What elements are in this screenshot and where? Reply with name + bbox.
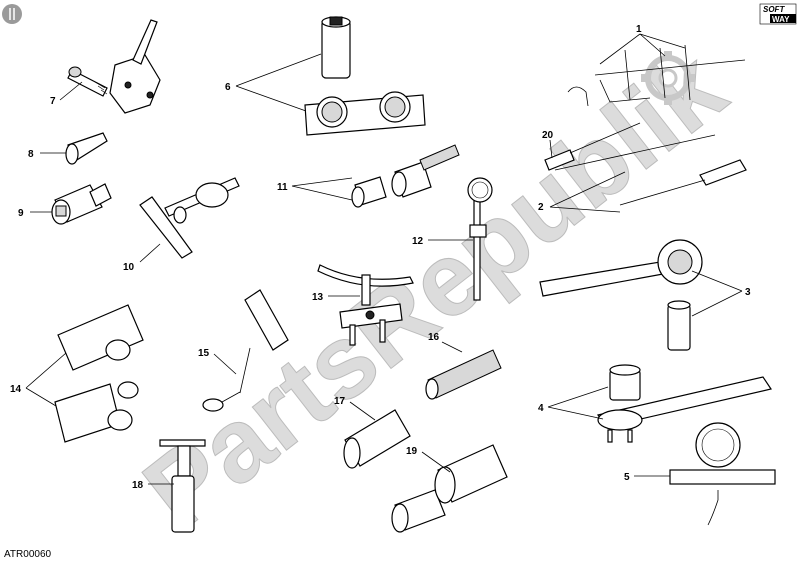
callout-number: 9: [18, 208, 24, 219]
callout-number: 6: [225, 82, 231, 93]
tool-17-sleeve: [343, 409, 411, 469]
logo-line-2: WAY: [772, 15, 790, 24]
callout-9: 9: [18, 208, 52, 219]
tool-18-tap-tool: [159, 439, 206, 533]
tool-3-spanner: [539, 239, 703, 351]
tool-19-sleeves: [391, 444, 508, 533]
tool-11-sockets: [351, 144, 460, 208]
tool-6-socket-plate: [304, 16, 426, 136]
callout-16: 16: [428, 332, 463, 353]
tool-1-pin-wrench: [567, 44, 746, 107]
tool-12-dial-gauge: [467, 177, 493, 301]
callout-number: 13: [312, 292, 324, 303]
tool-13-puller-bar: [317, 264, 414, 346]
callout-3: 3: [691, 270, 751, 317]
tool-14-brackets: [54, 304, 144, 443]
logo-line-1: SOFT: [763, 5, 785, 14]
callout-2: 2: [538, 171, 626, 213]
drawing-code: ATR00060: [4, 549, 52, 560]
softway-logo: SOFT WAY: [759, 3, 797, 25]
tool-5-gauge-bar: [669, 422, 776, 526]
callout-6: 6: [225, 53, 322, 112]
callout-number: 3: [745, 287, 751, 298]
callout-number: 11: [277, 182, 288, 193]
callout-11: 11: [277, 177, 353, 201]
callout-5: 5: [624, 472, 670, 483]
callout-20: 20: [542, 130, 554, 159]
callout-number: 18: [132, 480, 144, 491]
callout-13: 13: [312, 292, 360, 303]
callout-number: 7: [50, 96, 56, 107]
tool-10-slide-hammer: [139, 177, 240, 259]
callout-18: 18: [132, 480, 174, 491]
callout-19: 19: [406, 446, 451, 473]
tool-2-driver: [554, 134, 747, 206]
callout-4: 4: [538, 386, 609, 420]
callout-number: 10: [123, 262, 135, 273]
tool-15-handle-wrench: [202, 289, 289, 412]
callout-7: 7: [50, 81, 83, 107]
callout-17: 17: [334, 396, 376, 421]
tool-8-cone: [65, 132, 108, 165]
circle-logo-icon: [2, 4, 22, 24]
callout-number: 15: [198, 348, 210, 359]
tool-20-driver: [544, 122, 641, 171]
callout-1: 1: [599, 24, 686, 65]
callout-12: 12: [412, 236, 473, 247]
callout-number: 4: [538, 403, 544, 414]
callout-number: 17: [334, 396, 346, 407]
callout-number: 14: [10, 384, 22, 395]
watermark: PartsRepublik: [123, 29, 747, 552]
callout-number: 12: [412, 236, 424, 247]
callout-number: 8: [28, 149, 34, 160]
tool-7-puller: [67, 19, 161, 114]
callout-number: 19: [406, 446, 418, 457]
callout-15: 15: [198, 348, 237, 375]
callout-8: 8: [28, 149, 66, 160]
callout-14: 14: [10, 352, 67, 407]
callout-number: 5: [624, 472, 630, 483]
callout-number: 1: [636, 24, 642, 35]
callout-number: 20: [542, 130, 554, 141]
tool-9-socket: [51, 183, 112, 225]
callout-number: 2: [538, 202, 544, 213]
tool-16-knurled-bar: [425, 349, 502, 400]
tool-4-flange-tool: [597, 364, 772, 443]
callout-10: 10: [123, 243, 161, 273]
watermark-text: PartsRepublik: [123, 29, 746, 551]
callout-number: 16: [428, 332, 440, 343]
